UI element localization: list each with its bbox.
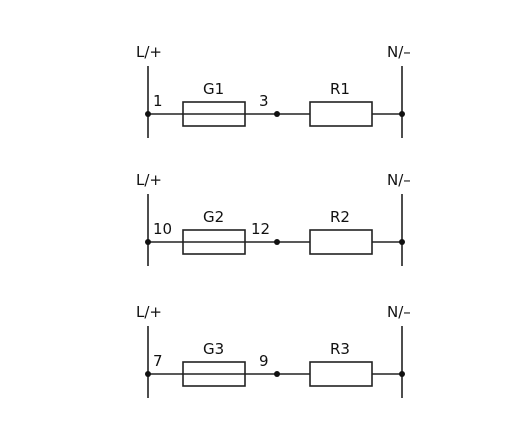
left-rail-label: L/+ [136, 43, 162, 61]
circuit-3: L/+ N/– 7 G3 9 R3 [136, 303, 411, 398]
left-rail-label: L/+ [136, 303, 162, 321]
circuit-1: L/+ N/– 1 G1 3 R1 [136, 43, 411, 138]
resistor-label: R3 [330, 340, 350, 358]
mid-junction-node [274, 239, 280, 245]
resistor [309, 229, 373, 255]
resistor-label: R2 [330, 208, 350, 226]
fuse-label: G3 [203, 340, 224, 358]
right-rail-label: N/– [387, 43, 411, 61]
fuse-label: G1 [203, 80, 224, 98]
mid-terminal-number: 3 [259, 92, 269, 110]
resistor [309, 361, 373, 387]
left-junction-node [145, 239, 151, 245]
right-junction-node [399, 239, 405, 245]
right-rail-label: N/– [387, 303, 411, 321]
mid-terminal-number: 9 [259, 352, 269, 370]
circuit-2: L/+ N/– 10 G2 12 R2 [136, 171, 411, 266]
mid-junction-node [274, 371, 280, 377]
fuse-label: G2 [203, 208, 224, 226]
right-rail-label: N/– [387, 171, 411, 189]
left-junction-node [145, 111, 151, 117]
resistor-label: R1 [330, 80, 350, 98]
mid-junction-node [274, 111, 280, 117]
resistor [309, 101, 373, 127]
left-terminal-number: 10 [153, 220, 172, 238]
left-junction-node [145, 371, 151, 377]
left-terminal-number: 1 [153, 92, 163, 110]
left-terminal-number: 7 [153, 352, 163, 370]
right-junction-node [399, 371, 405, 377]
left-rail-label: L/+ [136, 171, 162, 189]
mid-terminal-number: 12 [251, 220, 270, 238]
right-junction-node [399, 111, 405, 117]
